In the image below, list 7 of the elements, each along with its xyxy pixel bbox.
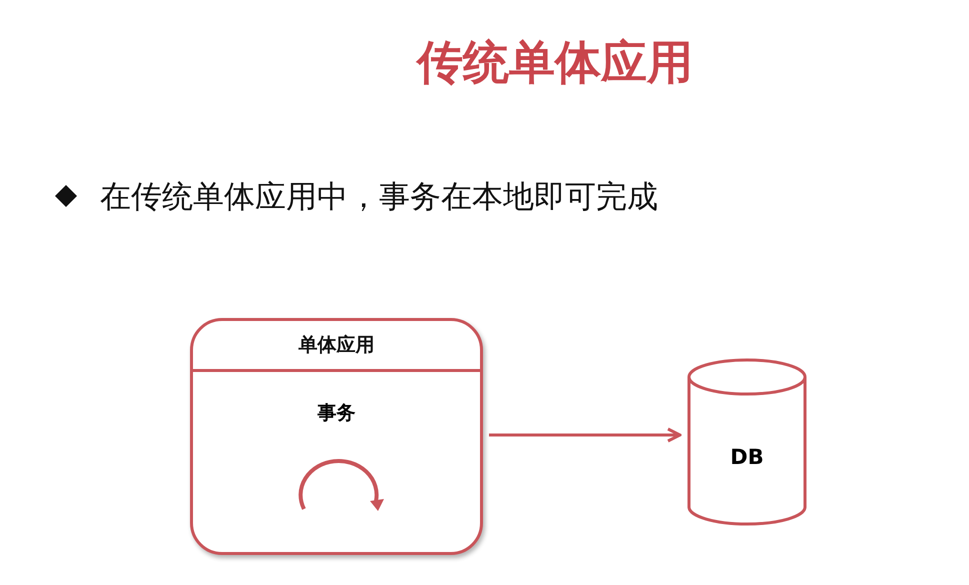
title-text: 传统单体应用 xyxy=(414,34,694,91)
database-label: DB xyxy=(730,445,764,469)
bullet-text: 在传统单体应用中，事务在本地即可完成 xyxy=(100,178,658,217)
box-heading: 单体应用 xyxy=(298,334,374,356)
box-body-text: 事务 xyxy=(318,402,356,424)
arrow xyxy=(489,428,682,442)
container-box xyxy=(190,318,483,555)
